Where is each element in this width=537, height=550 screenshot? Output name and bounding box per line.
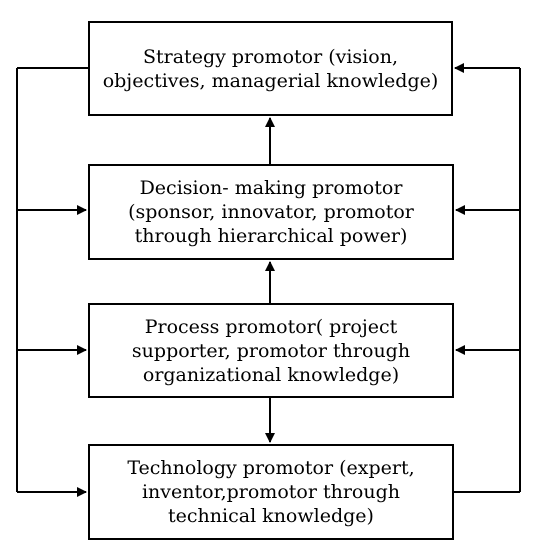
technology-line-1: Technology promotor (expert, [127,457,415,479]
process-line-1: Process promotor( project [144,315,398,338]
decision-line-1: Decision- making promotor [139,177,403,199]
process-promotor-box: Process promotor( project supporter, pro… [88,303,454,398]
strategy-line-1: Strategy promotor (vision, [143,45,398,68]
strategy-promotor-box: Strategy promotor (vision, objectives, m… [88,21,453,116]
process-line-3: organizational knowledge) [142,363,400,386]
decision-line-3: through hierarchical power) [134,225,408,247]
technology-line-3: technical knowledge) [168,505,374,527]
process-line-2: supporter, promotor through [131,339,411,362]
decision-making-promotor-box: Decision- making promotor (sponsor, inno… [88,164,454,260]
technology-promotor-box: Technology promotor (expert, inventor,pr… [88,444,454,540]
strategy-line-2: objectives, managerial knowledge) [102,69,439,92]
technology-line-2: inventor,promotor through [141,481,400,503]
decision-line-2: (sponsor, innovator, promotor [128,201,414,223]
